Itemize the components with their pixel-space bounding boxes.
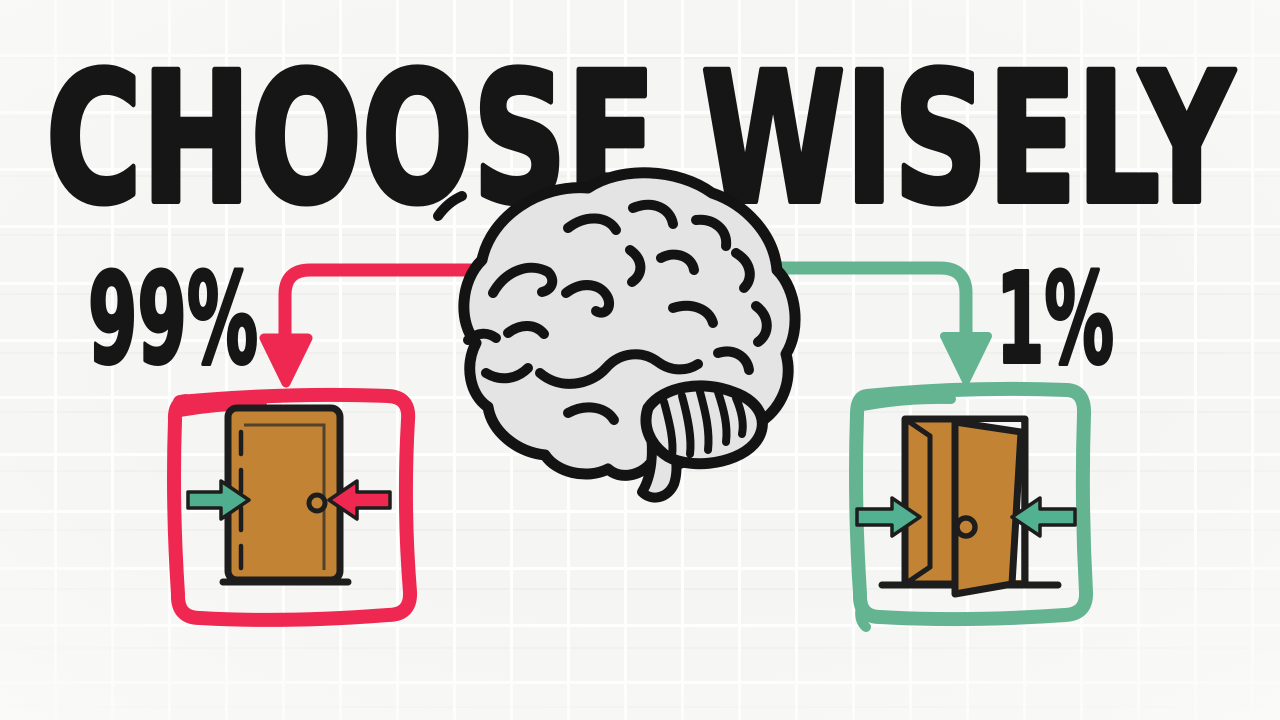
green-arrow-line [773,261,973,352]
right-door-box [849,381,1094,632]
title: CHOOSE WISELY [43,32,1239,247]
red-arrow-line [278,263,482,354]
open-door-leaf [951,418,1025,598]
red-arrow-icon [327,479,392,521]
door-knob [306,492,328,514]
title-text: CHOOSE WISELY [46,35,1236,244]
right-percent-label: 1% [996,247,1114,392]
left-percent: 99% [86,245,260,394]
green-arrow-right-icon [855,496,922,538]
left-door-box [167,387,418,627]
green-sketch-frame [849,381,1094,632]
red-arrowhead [259,333,313,388]
door-inner-line [244,423,326,570]
closed-door-icon [219,404,352,586]
left-percent-label: 99% [88,247,258,392]
open-door-icon [878,415,1062,598]
door-jamb-lines [902,416,933,587]
brain-icon [433,167,801,503]
brain-gyri-lines [463,199,772,425]
green-arrowhead [940,332,992,385]
green-arrow-left-icon [1010,496,1077,538]
teal-arrow-icon [186,479,251,521]
green-connector-arrow [773,261,992,385]
door-knob [954,515,978,539]
brain-accent-stroke [433,191,467,221]
right-percent: 1% [994,245,1116,394]
brain-cerebellum-hatching [660,388,747,460]
red-connector-arrow [259,263,482,388]
